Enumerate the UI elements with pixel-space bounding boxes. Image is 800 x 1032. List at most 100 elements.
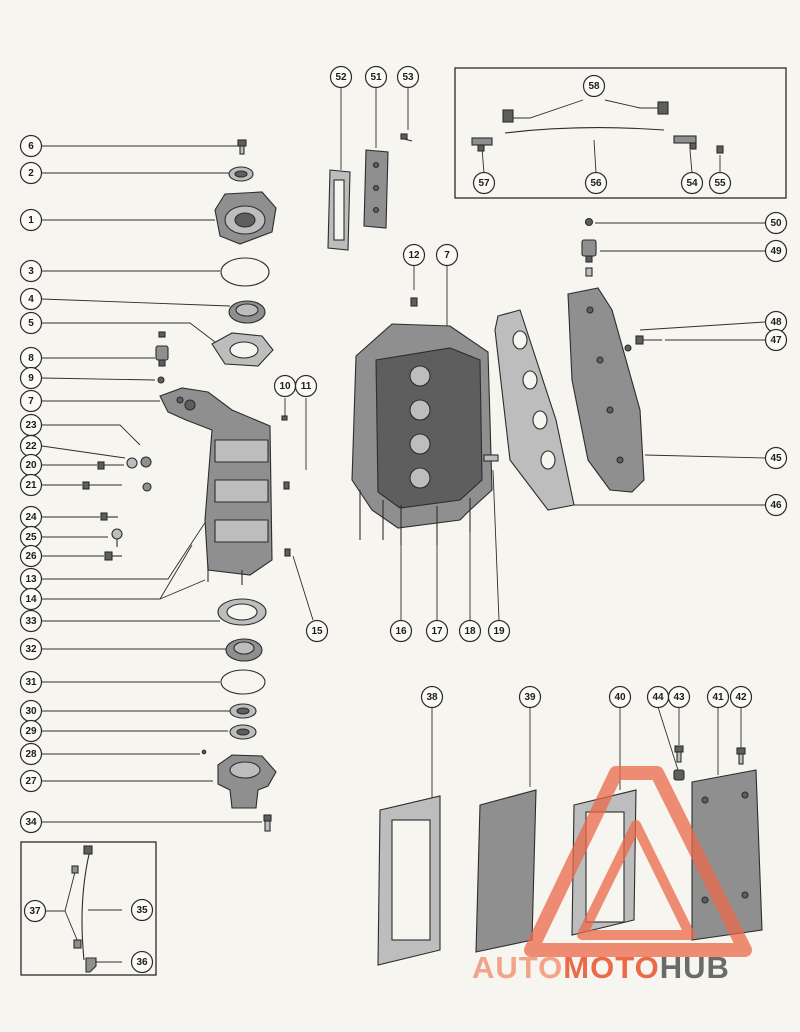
callout-29: 29 — [19, 719, 43, 743]
callout-56: 56 — [584, 171, 608, 195]
callout-number: 11 — [301, 381, 312, 392]
callout-circle — [667, 685, 691, 709]
callout-1: 1 — [19, 208, 43, 232]
callout-42: 42 — [729, 685, 753, 709]
callout-45: 45 — [764, 446, 788, 470]
callout-number: 45 — [770, 453, 782, 464]
callout-circle — [402, 243, 426, 267]
callout-number: 21 — [25, 480, 37, 491]
callout-number: 35 — [136, 905, 148, 916]
part-34-screw — [263, 814, 272, 832]
callout-11: 11 — [294, 374, 318, 398]
callout-circle — [19, 719, 43, 743]
callout-number: 19 — [493, 626, 505, 637]
callout-51: 51 — [364, 65, 388, 89]
part-22-washer — [126, 457, 138, 469]
callout-37: 37 — [23, 899, 47, 923]
callout-number: 3 — [28, 266, 34, 277]
part-9-washer — [157, 376, 165, 384]
callout-57: 57 — [472, 171, 496, 195]
part-48-washer — [624, 344, 632, 352]
callout-circle — [19, 259, 43, 283]
callout-circle — [19, 473, 43, 497]
callout-number: 5 — [28, 318, 34, 329]
callout-50: 50 — [764, 211, 788, 235]
callout-number: 23 — [25, 420, 37, 431]
part-6-screw — [237, 139, 247, 155]
callout-circle — [420, 685, 444, 709]
callout-circle — [396, 65, 420, 89]
callout-circle — [584, 171, 608, 195]
callout-53: 53 — [396, 65, 420, 89]
callout-number: 33 — [25, 616, 37, 627]
callout-circle — [19, 208, 43, 232]
part-31-o-ring — [220, 669, 266, 695]
callout-circle — [130, 950, 154, 974]
part-54-fitting — [673, 135, 697, 150]
callout-circle — [19, 742, 43, 766]
callout-circle — [329, 65, 353, 89]
callout-number: 20 — [25, 460, 37, 471]
callout-number: 42 — [735, 692, 747, 703]
part-57-fitting — [471, 137, 493, 152]
callout-number: 17 — [431, 626, 443, 637]
part-41-exhaust-cover — [691, 769, 763, 941]
callout-25: 25 — [19, 525, 43, 549]
callout-number: 4 — [28, 294, 34, 305]
callout-circle — [19, 587, 43, 611]
callout-circle — [19, 637, 43, 661]
part-36-elbow-fitting — [85, 957, 97, 973]
callout-36: 36 — [130, 950, 154, 974]
part-42-screw — [736, 747, 746, 765]
callout-circle — [764, 328, 788, 352]
callout-number: 7 — [28, 396, 34, 407]
callout-number: 49 — [770, 246, 782, 257]
part-19-fitting — [483, 454, 499, 462]
callout-number: 43 — [673, 692, 685, 703]
callout-number: 38 — [426, 692, 438, 703]
part-43-screw — [674, 745, 684, 763]
callout-number: 54 — [686, 178, 698, 189]
callout-circle — [472, 171, 496, 195]
callout-35: 35 — [130, 898, 154, 922]
part-23-nut — [140, 456, 152, 468]
callout-44: 44 — [646, 685, 670, 709]
callout-27: 27 — [19, 769, 43, 793]
callout-12: 12 — [402, 243, 426, 267]
callout-number: 29 — [25, 726, 37, 737]
callout-16: 16 — [389, 619, 413, 643]
callout-13: 13 — [19, 567, 43, 591]
callout-number: 1 — [28, 215, 34, 226]
callout-41: 41 — [706, 685, 730, 709]
part-47-screw — [635, 335, 662, 345]
part-3-o-ring — [220, 257, 270, 287]
callout-circle — [19, 311, 43, 335]
callout-number: 51 — [370, 72, 382, 83]
part-25-fitting — [111, 528, 123, 547]
part-49-valve — [581, 239, 597, 277]
part-45-cylinder-head — [567, 287, 645, 493]
part-58-clamp — [502, 101, 669, 123]
callout-circle — [708, 171, 732, 195]
callout-22: 22 — [19, 434, 43, 458]
callout-number: 46 — [770, 500, 782, 511]
callout-circle — [582, 74, 606, 98]
part-33-gasket — [217, 598, 267, 626]
callout-46: 46 — [764, 493, 788, 517]
part-50-nut — [584, 217, 594, 227]
part-10-pin — [281, 415, 288, 421]
callout-52: 52 — [329, 65, 353, 89]
part-1-end-cap — [214, 191, 277, 245]
callout-58: 58 — [582, 74, 606, 98]
callout-34: 34 — [19, 810, 43, 834]
callout-38: 38 — [420, 685, 444, 709]
callout-18: 18 — [458, 619, 482, 643]
callout-10: 10 — [273, 374, 297, 398]
part-12-plug — [410, 297, 418, 307]
callout-20: 20 — [19, 453, 43, 477]
callout-23: 23 — [19, 413, 43, 437]
part-56-hose — [504, 127, 665, 134]
callout-number: 58 — [588, 81, 600, 92]
part-44-grommet — [673, 769, 685, 781]
